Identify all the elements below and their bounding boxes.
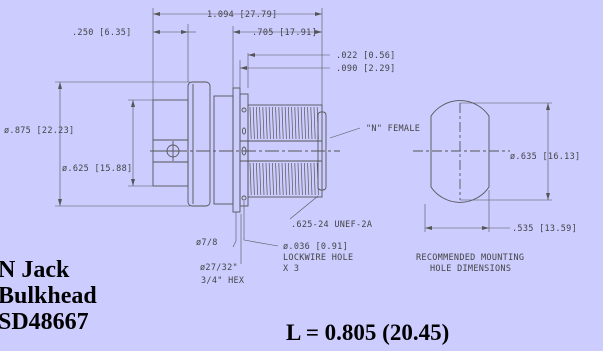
title-line-2: Bulkhead	[0, 283, 97, 309]
dim-hex-dia: ø27/32"	[200, 263, 238, 273]
thread-hatching	[249, 106, 319, 196]
lockwire-hole-bottom	[241, 195, 247, 201]
dim-body-dia: ø.625 [15.88]	[62, 164, 132, 174]
dim-hex-size: 3/4" HEX	[201, 276, 245, 286]
dim-thread: .625-24 UNEF-2A	[291, 220, 372, 230]
dim-mount-dia: ø.635 [16.13]	[510, 152, 580, 162]
lock-washer	[239, 93, 249, 207]
dim-connector-type: "N" FEMALE	[366, 124, 420, 134]
mount-caption-line-1: RECOMMENDED MOUNTING	[416, 253, 524, 263]
dim-gap: .090 [2.29]	[336, 64, 396, 74]
flange	[187, 81, 211, 207]
dim-hole-dia: ø.036 [0.91]	[283, 242, 348, 252]
dim-flange-dia: ø.875 [22.23]	[4, 126, 74, 136]
dim-thread-start: .705 [17.91]	[252, 28, 317, 38]
dim-nut-dia: ø7/8	[196, 238, 218, 248]
connector-body	[152, 99, 189, 187]
hex-nut	[232, 87, 241, 213]
threaded-body	[247, 104, 323, 198]
mount-caption-line-2: HOLE DIMENSIONS	[430, 264, 511, 274]
mounting-hole-profile	[430, 100, 490, 203]
dim-lockwire-label: LOCKWIRE HOLE	[283, 253, 353, 263]
length-label: L = 0.805 (20.45)	[286, 320, 450, 345]
lockwire-hole-top	[241, 107, 247, 113]
title-line-1: N Jack	[0, 257, 70, 283]
dim-washer-thk: .022 [0.56]	[336, 51, 396, 61]
dim-flat: .535 [13.59]	[512, 224, 577, 234]
dim-flange-offset: .250 [6.35]	[72, 28, 132, 38]
title-line-3: SD48667	[0, 309, 89, 335]
dim-lockwire-qty: X 3	[283, 264, 299, 274]
dim-overall-length: 1.094 [27.79]	[207, 10, 277, 20]
